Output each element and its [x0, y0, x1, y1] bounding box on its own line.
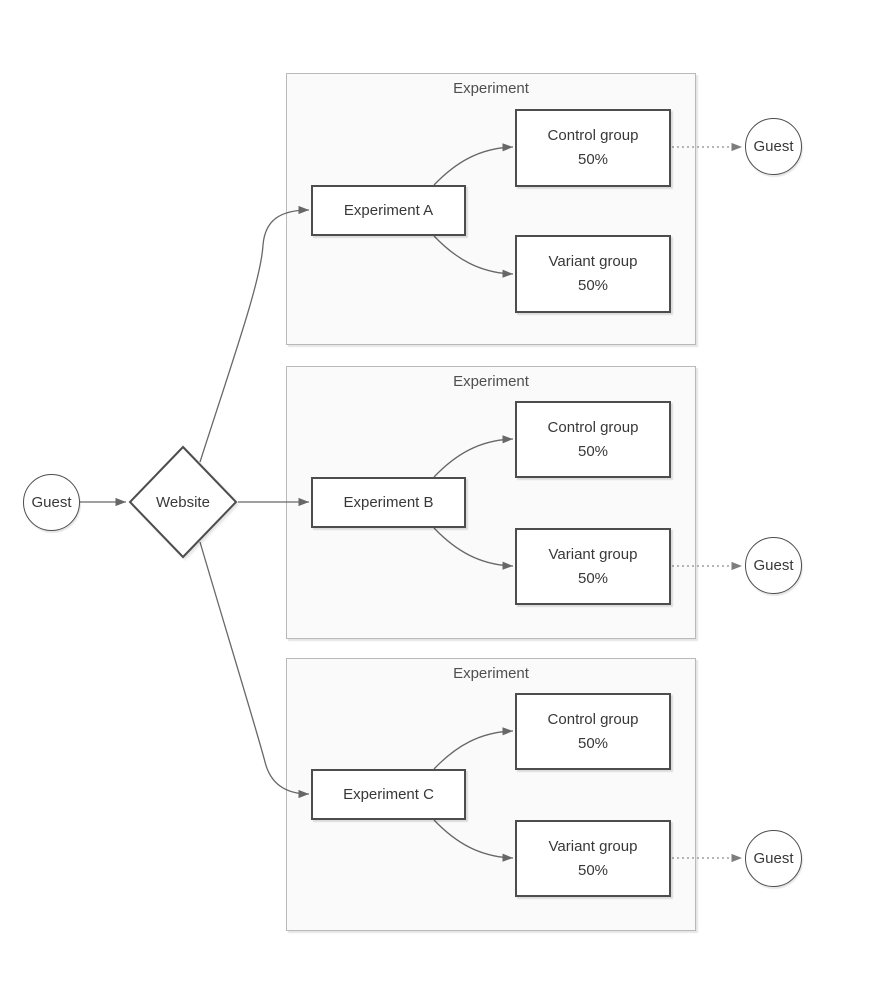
guest-end-c-label: Guest [753, 849, 794, 867]
variant-group-a-label: Variant group [548, 253, 638, 270]
variant-group-b-node[interactable]: Variant group 50% [515, 528, 671, 605]
guest-end-a-label: Guest [753, 137, 794, 155]
control-group-c-node[interactable]: Control group 50% [515, 693, 671, 770]
experiment-c-container-title: Experiment [453, 665, 529, 682]
experiment-c-label: Experiment C [343, 785, 434, 803]
control-group-c-share: 50% [577, 734, 609, 752]
guest-end-c-node[interactable]: Guest [745, 830, 802, 887]
control-group-a-node[interactable]: Control group 50% [515, 109, 671, 187]
experiment-a-container-title: Experiment [453, 80, 529, 97]
website-node[interactable]: Website [127, 444, 239, 560]
experiment-b-label: Experiment B [343, 493, 434, 511]
experiment-b-container-title: Experiment [453, 373, 529, 390]
edge-experiment-c-to-variant[interactable] [433, 819, 514, 862]
edge-website-to-experiment-a[interactable] [199, 205, 310, 463]
variant-group-c-node[interactable]: Variant group 50% [515, 820, 671, 897]
control-group-b-node[interactable]: Control group 50% [515, 401, 671, 478]
edge-experiment-b-to-variant[interactable] [433, 527, 514, 570]
edge-experiment-a-to-variant[interactable] [433, 235, 514, 278]
guest-end-a-node[interactable]: Guest [745, 118, 802, 175]
diamond-shape-icon [128, 445, 238, 559]
control-group-a-label: Control group [547, 127, 639, 144]
experiment-b-node[interactable]: Experiment B [311, 477, 466, 528]
experiment-a-node[interactable]: Experiment A [311, 185, 466, 236]
website-label: Website [156, 493, 210, 511]
control-group-a-share: 50% [577, 151, 609, 168]
experiment-c-node[interactable]: Experiment C [311, 769, 466, 820]
control-group-b-label: Control group [547, 418, 639, 436]
guest-end-b-label: Guest [753, 556, 794, 574]
variant-group-b-share: 50% [577, 569, 609, 587]
variant-group-a-node[interactable]: Variant group 50% [515, 235, 671, 313]
control-group-b-share: 50% [577, 442, 609, 460]
edge-experiment-b-to-control[interactable] [433, 435, 514, 478]
variant-group-c-share: 50% [577, 861, 609, 879]
edge-experiment-c-to-control[interactable] [433, 727, 514, 770]
guest-start-node[interactable]: Guest [23, 474, 80, 531]
edge-experiment-a-to-control[interactable] [433, 143, 514, 186]
guest-start-label: Guest [31, 493, 72, 511]
variant-group-b-label: Variant group [548, 545, 638, 563]
guest-end-b-node[interactable]: Guest [745, 537, 802, 594]
edge-website-to-experiment-c[interactable] [199, 541, 310, 799]
variant-group-c-label: Variant group [548, 837, 638, 855]
experiment-a-label: Experiment A [343, 201, 434, 219]
control-group-c-label: Control group [547, 710, 639, 728]
variant-group-a-share: 50% [577, 277, 609, 294]
